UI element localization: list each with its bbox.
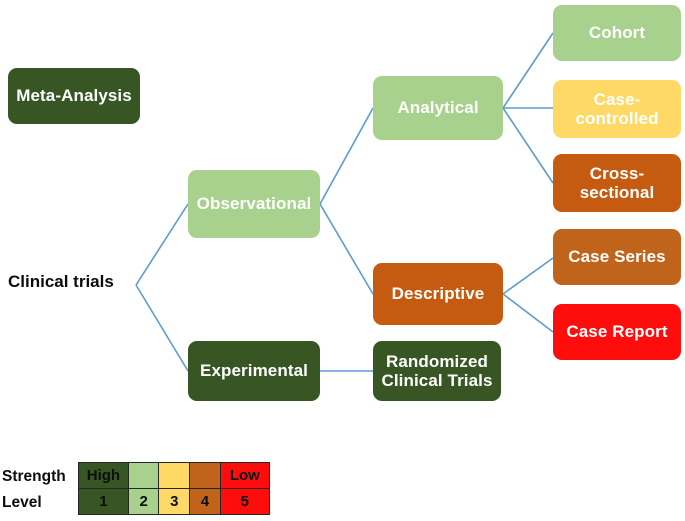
node-case-report[interactable]: Case Report — [553, 304, 681, 360]
legend-cell-level-5: 5 — [219, 488, 271, 515]
legend-cell-strength-3 — [158, 462, 191, 489]
legend-row-level: 1 2 3 4 5 — [78, 488, 271, 515]
legend: Strength Level High Low 1 2 3 4 5 — [0, 462, 271, 518]
legend-row-strength: High Low — [78, 462, 271, 489]
node-cohort[interactable]: Cohort — [553, 5, 681, 61]
edge-root-to-observational — [135, 203, 189, 286]
legend-cell-level-1: 1 — [78, 488, 129, 515]
legend-row-labels: Strength Level — [2, 462, 76, 518]
node-experimental[interactable]: Experimental — [188, 341, 320, 401]
legend-cell-level-3: 3 — [158, 488, 191, 515]
legend-label-strength: Strength — [2, 468, 66, 485]
edge-analytical-to-cross-sectional — [502, 107, 554, 184]
legend-cell-level-2: 2 — [127, 488, 160, 515]
legend-table: High Low 1 2 3 4 5 — [78, 462, 271, 515]
node-randomized-clinical-trials[interactable]: Randomized Clinical Trials — [373, 341, 501, 401]
node-meta-analysis[interactable]: Meta-Analysis — [8, 68, 140, 124]
node-analytical[interactable]: Analytical — [373, 76, 503, 140]
legend-cell-level-4: 4 — [189, 488, 221, 515]
legend-cell-strength-2 — [127, 462, 160, 489]
node-case-series[interactable]: Case Series — [553, 229, 681, 285]
edge-descriptive-to-case-series — [502, 257, 554, 295]
legend-cell-strength-4 — [189, 462, 221, 489]
legend-cell-strength-1: High — [78, 462, 129, 489]
legend-label-level: Level — [2, 494, 42, 511]
node-case-controlled[interactable]: Case- controlled — [553, 80, 681, 138]
node-descriptive[interactable]: Descriptive — [373, 263, 503, 325]
root-label-clinical-trials: Clinical trials — [8, 272, 114, 291]
edge-root-to-experimental — [135, 284, 189, 372]
edge-observational-to-analytical — [319, 107, 374, 205]
edge-observational-to-descriptive — [319, 203, 374, 295]
node-cross-sectional[interactable]: Cross- sectional — [553, 154, 681, 212]
edge-descriptive-to-case-report — [502, 293, 554, 333]
edge-analytical-to-cohort — [502, 32, 554, 109]
node-observational[interactable]: Observational — [188, 170, 320, 238]
legend-cell-strength-5: Low — [219, 462, 271, 489]
